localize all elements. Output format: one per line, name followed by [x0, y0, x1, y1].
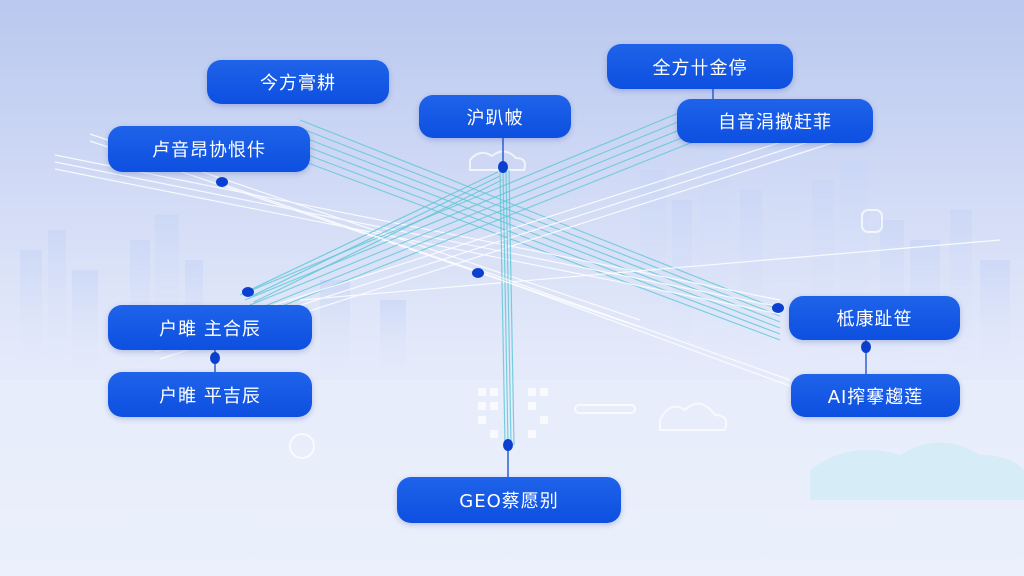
node-n2: 沪趴帔: [419, 95, 571, 138]
mist-cloud: [810, 442, 1024, 500]
node-n7: 户睢 平吉辰: [108, 372, 312, 417]
node-n1: 今方膏耕: [207, 60, 389, 104]
decorative-icons: [289, 150, 883, 459]
node-n9: AI搾搴趨莲: [791, 374, 960, 417]
connector-dot: [861, 341, 871, 353]
connector-dot: [503, 439, 513, 451]
node-n4: 自音涓撤赶菲: [677, 99, 873, 143]
connector-dot: [210, 352, 220, 364]
connector-dot: [216, 177, 228, 187]
connector-dot: [242, 287, 254, 297]
node-n6: 户雎 主合辰: [108, 305, 312, 350]
connector-dot: [472, 268, 484, 278]
connection-dots: [210, 161, 871, 451]
decorative-panels: [478, 388, 548, 438]
connector-dot: [498, 161, 508, 173]
node-n8: 柢康趾笹: [789, 296, 960, 340]
connector-dot: [772, 303, 784, 313]
node-n5: 卢音昂协恨佧: [108, 126, 310, 172]
node-n10: GEO蔡愿别: [397, 477, 621, 523]
node-n3: 全方卄金停: [607, 44, 793, 89]
